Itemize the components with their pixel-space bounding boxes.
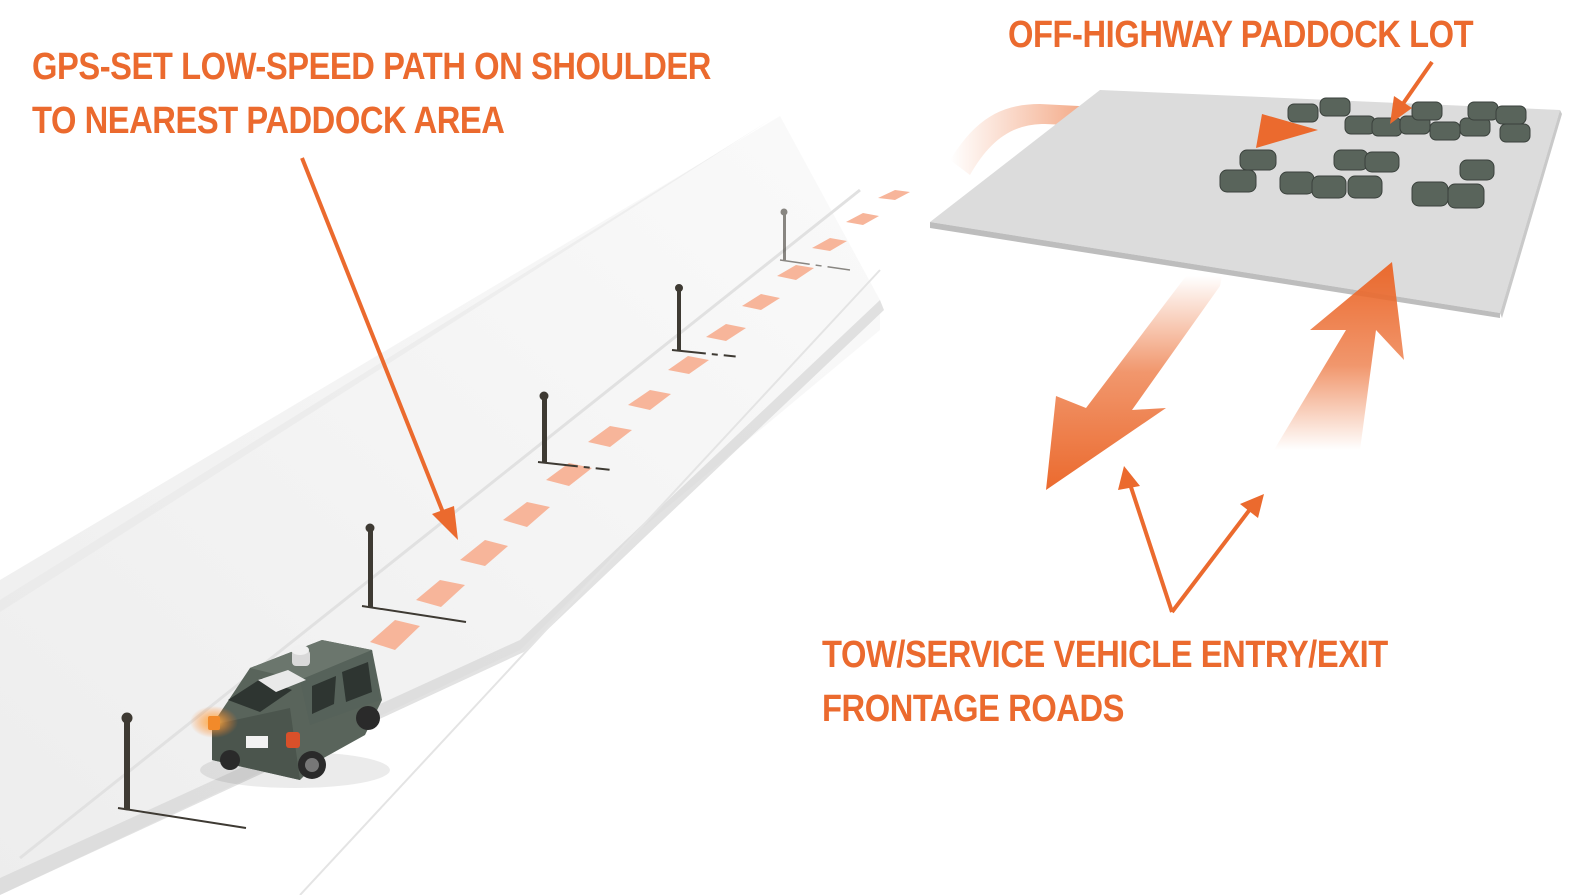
exit-frontage-arrow	[1046, 276, 1222, 490]
gps-path-label: GPS-SET LOW-SPEED PATH ON SHOULDER TO NE…	[32, 40, 711, 148]
parked-cars	[1219, 97, 1531, 209]
van-icon	[190, 640, 390, 788]
frontage-roads-label-line1: TOW/SERVICE VEHICLE ENTRY/EXIT	[822, 634, 1388, 676]
roadside-post-icon	[671, 284, 751, 359]
paddock-lot-label-text: OFF-HIGHWAY PADDOCK LOT	[1008, 14, 1474, 56]
gps-path-label-line1: GPS-SET LOW-SPEED PATH ON SHOULDER	[32, 46, 711, 88]
roadside-post-icon	[361, 523, 467, 623]
gps-shoulder-path	[370, 190, 910, 650]
frontage-roads-label: TOW/SERVICE VEHICLE ENTRY/EXIT FRONTAGE …	[822, 628, 1388, 736]
callout-arrows	[300, 60, 1434, 614]
paddock-lot-label: OFF-HIGHWAY PADDOCK LOT	[1008, 8, 1474, 62]
roadside-posts	[117, 208, 851, 829]
gps-path-label-line2: TO NEAREST PADDOCK AREA	[32, 100, 505, 142]
frontage-roads-label-line2: FRONTAGE ROADS	[822, 688, 1125, 730]
roadside-post-icon	[537, 391, 631, 473]
roadside-post-icon	[117, 712, 247, 829]
lot-entry-arrowhead	[1256, 114, 1318, 148]
roadside-post-icon	[779, 208, 851, 271]
entry-frontage-arrow	[1274, 262, 1404, 450]
